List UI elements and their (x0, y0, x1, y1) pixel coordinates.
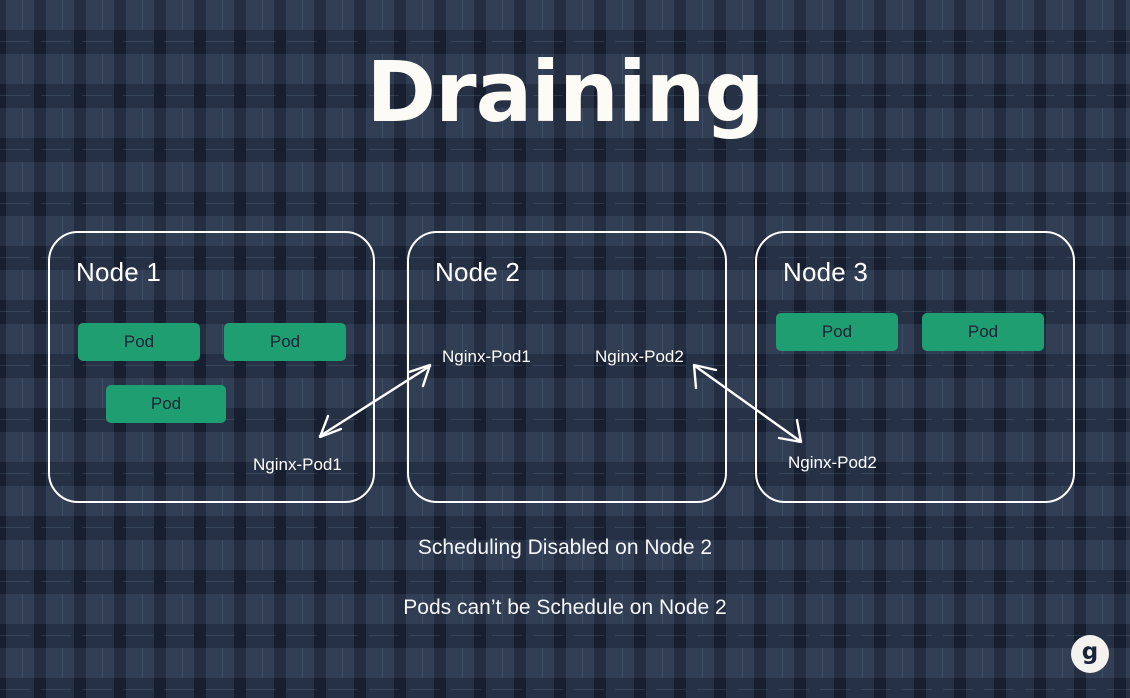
grid-line-horizontal (0, 257, 1130, 258)
pod-box: Pod (922, 313, 1044, 351)
nginx-pod-label: Nginx-Pod1 (253, 455, 342, 474)
pod-box: Pod (78, 323, 200, 361)
node-box-1: Node 1 Pod Pod Pod Nginx-Pod1 (48, 231, 375, 503)
node-box-3: Node 3 Pod Pod Nginx-Pod2 (755, 231, 1075, 503)
grid-line-vertical (902, 0, 903, 698)
grid-line-vertical (702, 0, 703, 698)
grid-line-vertical (382, 0, 383, 698)
nginx-pod-label: Nginx-Pod2 (595, 347, 684, 366)
node-title-2: Node 2 (435, 257, 521, 287)
grid-line-horizontal (0, 95, 1130, 96)
grid-line-vertical (422, 0, 423, 698)
grid-line-horizontal (0, 635, 1130, 636)
grid-line-horizontal (0, 311, 1130, 312)
nginx-pod-label: Nginx-Pod1 (442, 347, 531, 366)
grid-line-horizontal (0, 581, 1130, 582)
node-title-1: Node 1 (76, 257, 162, 287)
pod-box: Pod (224, 323, 346, 361)
grid-line-vertical (622, 0, 623, 698)
grid-line-vertical (742, 0, 743, 698)
grid-line-horizontal (0, 365, 1130, 366)
pod-box: Pod (776, 313, 898, 351)
grid-line-horizontal (0, 473, 1130, 474)
grid-line-horizontal (0, 41, 1130, 42)
grid-line-horizontal (0, 203, 1130, 204)
grid-line-vertical (1062, 0, 1063, 698)
grid-line-vertical (22, 0, 23, 698)
grid-line-vertical (462, 0, 463, 698)
grid-line-vertical (502, 0, 503, 698)
node-box-2: Node 2 Nginx-Pod1 Nginx-Pod2 (407, 231, 727, 503)
grid-line-vertical (1102, 0, 1103, 698)
grid-line-vertical (222, 0, 223, 698)
pod-box: Pod (106, 385, 226, 423)
grid-line-vertical (62, 0, 63, 698)
grid-line-vertical (582, 0, 583, 698)
page-title: Draining (366, 43, 764, 141)
caption-scheduling-disabled: Scheduling Disabled on Node 2 (417, 536, 713, 559)
brand-logo-badge: g (1071, 635, 1109, 673)
caption-pods-cannot-schedule: Pods can’t be Schedule on Node 2 (403, 596, 727, 619)
grid-line-horizontal (0, 419, 1130, 420)
grid-line-vertical (542, 0, 543, 698)
grid-line-horizontal (0, 689, 1130, 690)
brand-logo-letter: g (1081, 638, 1099, 665)
grid-line-vertical (662, 0, 663, 698)
grid-line-horizontal (0, 149, 1130, 150)
nginx-pod-label: Nginx-Pod2 (788, 453, 877, 472)
grid-line-horizontal (0, 527, 1130, 528)
node-title-3: Node 3 (783, 257, 869, 287)
